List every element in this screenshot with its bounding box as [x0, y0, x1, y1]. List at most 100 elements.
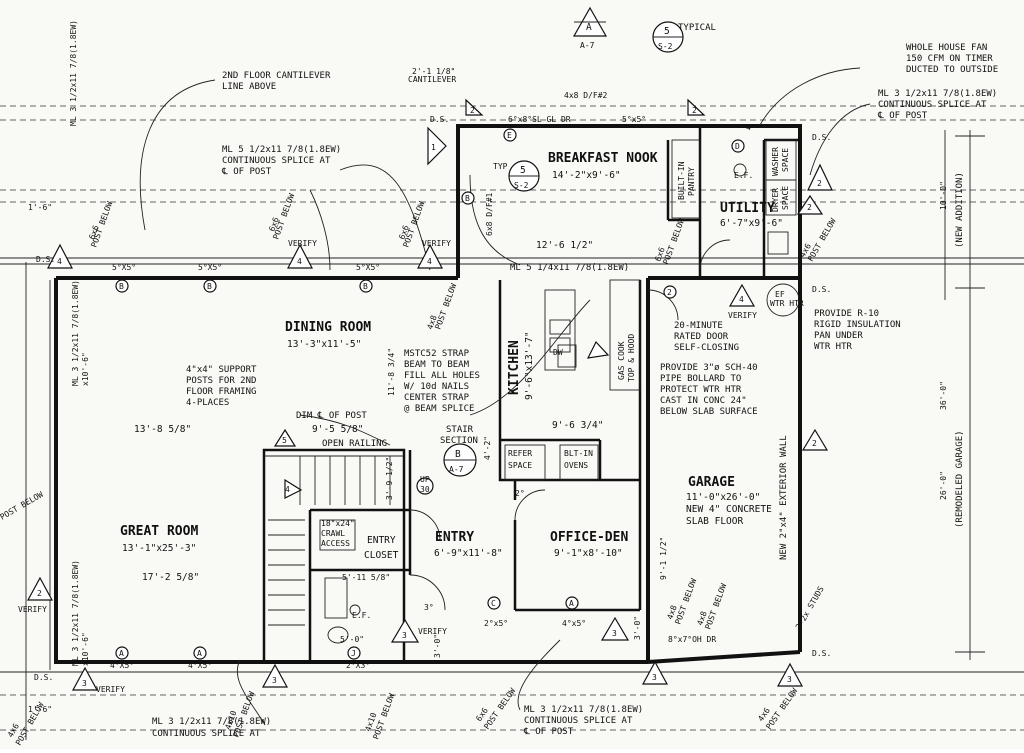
- ds-label-5: D.S.: [34, 673, 53, 682]
- dim-9-5: 9'-5 5/8": [312, 424, 363, 435]
- post-below-4: POST BELOW: [433, 282, 458, 331]
- posts-note-3: FLOOR FRAMING: [186, 387, 256, 397]
- tag-3-e: 3: [272, 676, 277, 685]
- strap-note-4: W/ 10d NAILS: [404, 382, 469, 392]
- ml-right-note-1: ML 3 1/2x11 7/8(1.8EW): [878, 89, 997, 99]
- door-note-3: SELF-CLOSING: [674, 343, 739, 353]
- door-note-2: RATED DOOR: [674, 332, 729, 342]
- garage-note-2: SLAB FLOOR: [686, 516, 743, 527]
- bollard-note-3: PROTECT WTR HTR: [660, 385, 742, 395]
- verify-label-5: VERIFY: [418, 627, 447, 636]
- great-room-size: 13'-1"x25'-3": [122, 543, 196, 554]
- entry-size: 6'-9"x11'-8": [434, 548, 503, 559]
- tag-j: J: [351, 649, 356, 658]
- dim-36-0: 36'-0": [939, 381, 948, 410]
- ml-bottom-left-note-2: CONTINUOUS SPLICE AT: [152, 729, 261, 739]
- utility-size: 6'-7"x9'-6": [720, 218, 783, 229]
- window-2x3: 2°X3°: [346, 661, 370, 670]
- garage-size: 11'-0"x26'-0": [686, 492, 760, 503]
- typical-label: TYPICAL: [678, 23, 716, 33]
- entry-name: ENTRY: [435, 530, 474, 545]
- breakfast-nook-name: BREAKFAST NOOK: [548, 151, 658, 166]
- gas-cook-label-1: GAS COOK: [617, 341, 626, 380]
- stair-treads: [264, 455, 404, 626]
- strap-note-3: FILL ALL HOLES: [404, 371, 480, 381]
- verify-ds-labels: VERIFY VERIFY VERIFY VERIFY VERIFY VERIF…: [18, 115, 831, 694]
- sliding-door-label: 6°x8°SL GL DR: [508, 115, 571, 124]
- washer-label-1: WASHER: [771, 147, 780, 176]
- tag-4-a: 4: [739, 295, 744, 304]
- fan-note-1: WHOLE HOUSE FAN: [906, 43, 987, 53]
- door-swings: [409, 239, 731, 611]
- window-5x5-b: 5°X5°: [198, 263, 222, 272]
- great-room-name: GREAT ROOM: [120, 524, 198, 539]
- tag-a7-stair: A-7: [449, 465, 464, 474]
- bollard-note-4: CAST IN CONC 24": [660, 396, 747, 406]
- window-5x5-a: 5°X5°: [112, 263, 136, 272]
- r10-note-4: WTR HTR: [814, 342, 853, 352]
- ds-label-3: D.S.: [812, 133, 831, 142]
- fixtures: [319, 139, 800, 644]
- ml-left-b-label: ML 3 1/2x11 7/8(1.8EW): [71, 560, 80, 666]
- refer-label-1: REFER: [508, 449, 532, 458]
- window-4x5-b: 4°X5°: [188, 661, 212, 670]
- tag-4-c: 4: [297, 257, 302, 266]
- post-below-8: POST BELOW: [673, 577, 698, 626]
- dim-1-6-top: 1'-6": [28, 203, 52, 212]
- verify-label-4: VERIFY: [18, 605, 47, 614]
- cantilever-label: CANTILEVER: [408, 75, 456, 84]
- tag-e: E: [507, 131, 512, 140]
- tag-2-door: 2: [667, 288, 672, 297]
- window-4x0: 4°: [746, 123, 756, 132]
- bollard-note-2: PIPE BOLLARD TO: [660, 374, 741, 384]
- breakfast-nook-size: 14'-2"x9'-6": [552, 170, 621, 181]
- dim-post-note: DIM ℄ OF POST: [296, 411, 367, 421]
- tag-3-b: 3: [402, 631, 407, 640]
- utility-name: UTILITY: [720, 201, 775, 216]
- dim-10-0: 10'-0": [939, 181, 948, 210]
- blt-in-label-1: BLT-IN: [564, 449, 593, 458]
- exterior-wall-label: NEW 2"x4" EXTERIOR WALL: [779, 435, 789, 560]
- stair-label-2: SECTION: [440, 436, 478, 446]
- ml-top-note-1: ML 5 1/2x11 7/8(1.8EW): [222, 145, 341, 155]
- tag-4-d: 4: [427, 257, 432, 266]
- annotation-notes: 2ND FLOOR CANTILEVER LINE ABOVE ML 5 1/2…: [69, 20, 998, 739]
- tag-2-d: 2: [812, 439, 817, 448]
- dimension-labels: 13'-8 5/8" 12'-6 1/2" 9'-5 5/8" 9'-6 3/4…: [28, 115, 948, 714]
- office-den-name: OFFICE-DEN: [550, 530, 628, 545]
- tag-5-mid: 5: [520, 165, 526, 176]
- crawl-note-3: ACCESS: [321, 539, 350, 548]
- refer-label-2: SPACE: [508, 461, 532, 470]
- window-4x5-c: 4°x5°: [562, 619, 586, 628]
- ml-right-note-2: CONTINUOUS SPLICE AT: [878, 100, 987, 110]
- new-addition-label: (NEW ADDITION): [955, 172, 965, 248]
- strap-note-5: CENTER STRAP: [404, 393, 470, 403]
- callout-symbols: [26, 6, 833, 691]
- garage-door-label: 8°x7°OH DR: [668, 635, 716, 644]
- tag-a-1: A: [119, 649, 124, 658]
- tag-3-d: 3: [787, 675, 792, 684]
- tag-b-stair: B: [455, 449, 461, 460]
- interior-walls: [262, 126, 800, 664]
- ef-wtr-label: EF: [775, 290, 785, 299]
- kitchen-size: 9'-6"x13'-7": [524, 331, 535, 400]
- tag-a-top: A: [586, 22, 592, 33]
- window-tags: [115, 128, 745, 660]
- wtr-htr-label: WTR HTR: [770, 299, 804, 308]
- dryer-label-2: SPACE: [781, 186, 790, 210]
- room-labels: DINING ROOM 13'-3"x11'-5" GREAT ROOM 13'…: [120, 151, 783, 561]
- up-label: UP: [420, 475, 430, 484]
- r10-note-1: PROVIDE R-10: [814, 309, 879, 319]
- crawl-note-1: 18"x24": [321, 519, 355, 528]
- r10-note-3: PAN UNDER: [814, 331, 863, 341]
- dim-13-8: 13'-8 5/8": [134, 424, 191, 435]
- ml-bottom-note-1: ML 3 1/2x11 7/8(1.8EW): [524, 705, 643, 715]
- tag-b-2: B: [207, 282, 212, 291]
- office-den-size: 9'-1"x8'-10": [554, 548, 623, 559]
- tag-c: C: [491, 599, 496, 608]
- remodeled-garage-label: (REMODELED GARAGE): [955, 430, 965, 528]
- blt-in-label-2: OVENS: [564, 461, 588, 470]
- dim-11-8: 11'-8 3/4": [387, 348, 396, 396]
